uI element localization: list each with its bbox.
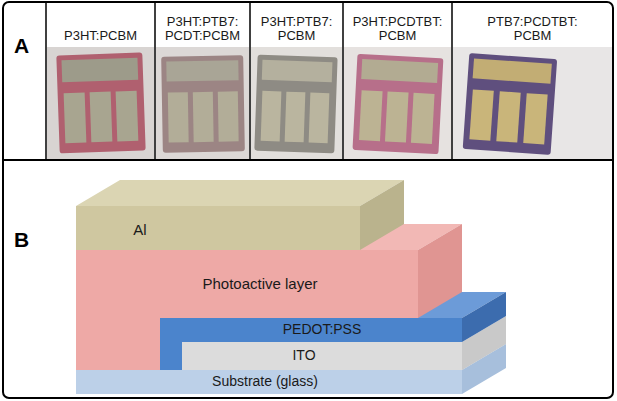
sample-header: P3HT:PTB7: PCBM xyxy=(251,3,342,46)
layer-label: P3HT:PTB7: PCDT:PCBM xyxy=(159,15,246,43)
sample-header: PTB7:PCDTBT: PCBM xyxy=(453,3,612,46)
substrate-layer: Substrate (glass) xyxy=(150,370,380,394)
photoactive-layer: Photoactive layer xyxy=(160,252,360,316)
panel-divider xyxy=(3,159,613,161)
ito-layer: ITO xyxy=(190,342,418,370)
sample-header: P3HT:PTB7: PCDT:PCBM xyxy=(156,3,249,46)
layer-label: Al xyxy=(133,222,146,238)
layer-label: P3HT:PCBM xyxy=(64,29,137,43)
sample-header: P3HT:PCDTBT: PCBM xyxy=(344,3,451,46)
cell-divider xyxy=(154,2,156,160)
outer-frame xyxy=(3,2,613,398)
layer-label: P3HT:PTB7: PCBM xyxy=(254,15,339,43)
panel-letter: A xyxy=(14,34,29,58)
layer-label: ITO xyxy=(292,348,315,363)
device-photo xyxy=(251,47,342,159)
cell-divider xyxy=(45,2,47,160)
device-photo xyxy=(156,47,249,159)
al-layer: Al xyxy=(90,210,190,250)
cell-divider xyxy=(451,2,453,160)
sample-header: P3HT:PCBM xyxy=(47,3,154,46)
device-photo xyxy=(344,47,451,159)
pedot-layer: PEDOT:PSS xyxy=(190,318,454,342)
layer-label: PEDOT:PSS xyxy=(283,322,362,337)
layer-label: PTB7:PCDTBT: PCBM xyxy=(483,15,583,43)
layer-label: Photoactive layer xyxy=(202,276,317,292)
layer-label: Substrate (glass) xyxy=(212,374,318,389)
panel-letter: B xyxy=(14,228,29,252)
device-photo xyxy=(453,47,612,159)
cell-divider xyxy=(342,2,344,160)
layer-label: P3HT:PCDTBT: PCBM xyxy=(348,15,448,43)
device-photo xyxy=(47,47,154,159)
layer-stack xyxy=(76,180,506,394)
cell-divider xyxy=(249,2,251,160)
